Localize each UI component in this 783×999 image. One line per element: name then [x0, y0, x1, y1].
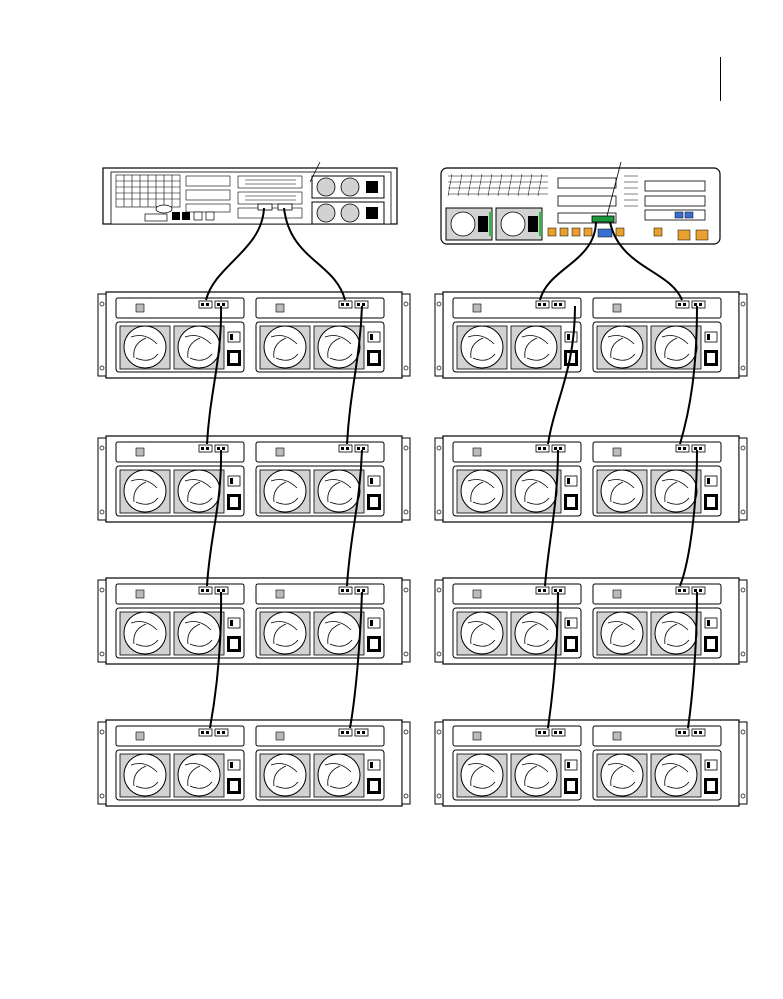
enclosure — [435, 436, 747, 522]
server-a — [103, 168, 397, 224]
enclosure — [435, 720, 747, 806]
server-b — [441, 168, 720, 244]
enclosure — [98, 578, 410, 664]
enclosure — [435, 292, 747, 378]
enclosure — [435, 578, 747, 664]
enclosure — [98, 436, 410, 522]
enclosure — [98, 292, 410, 378]
enclosure — [98, 720, 410, 806]
